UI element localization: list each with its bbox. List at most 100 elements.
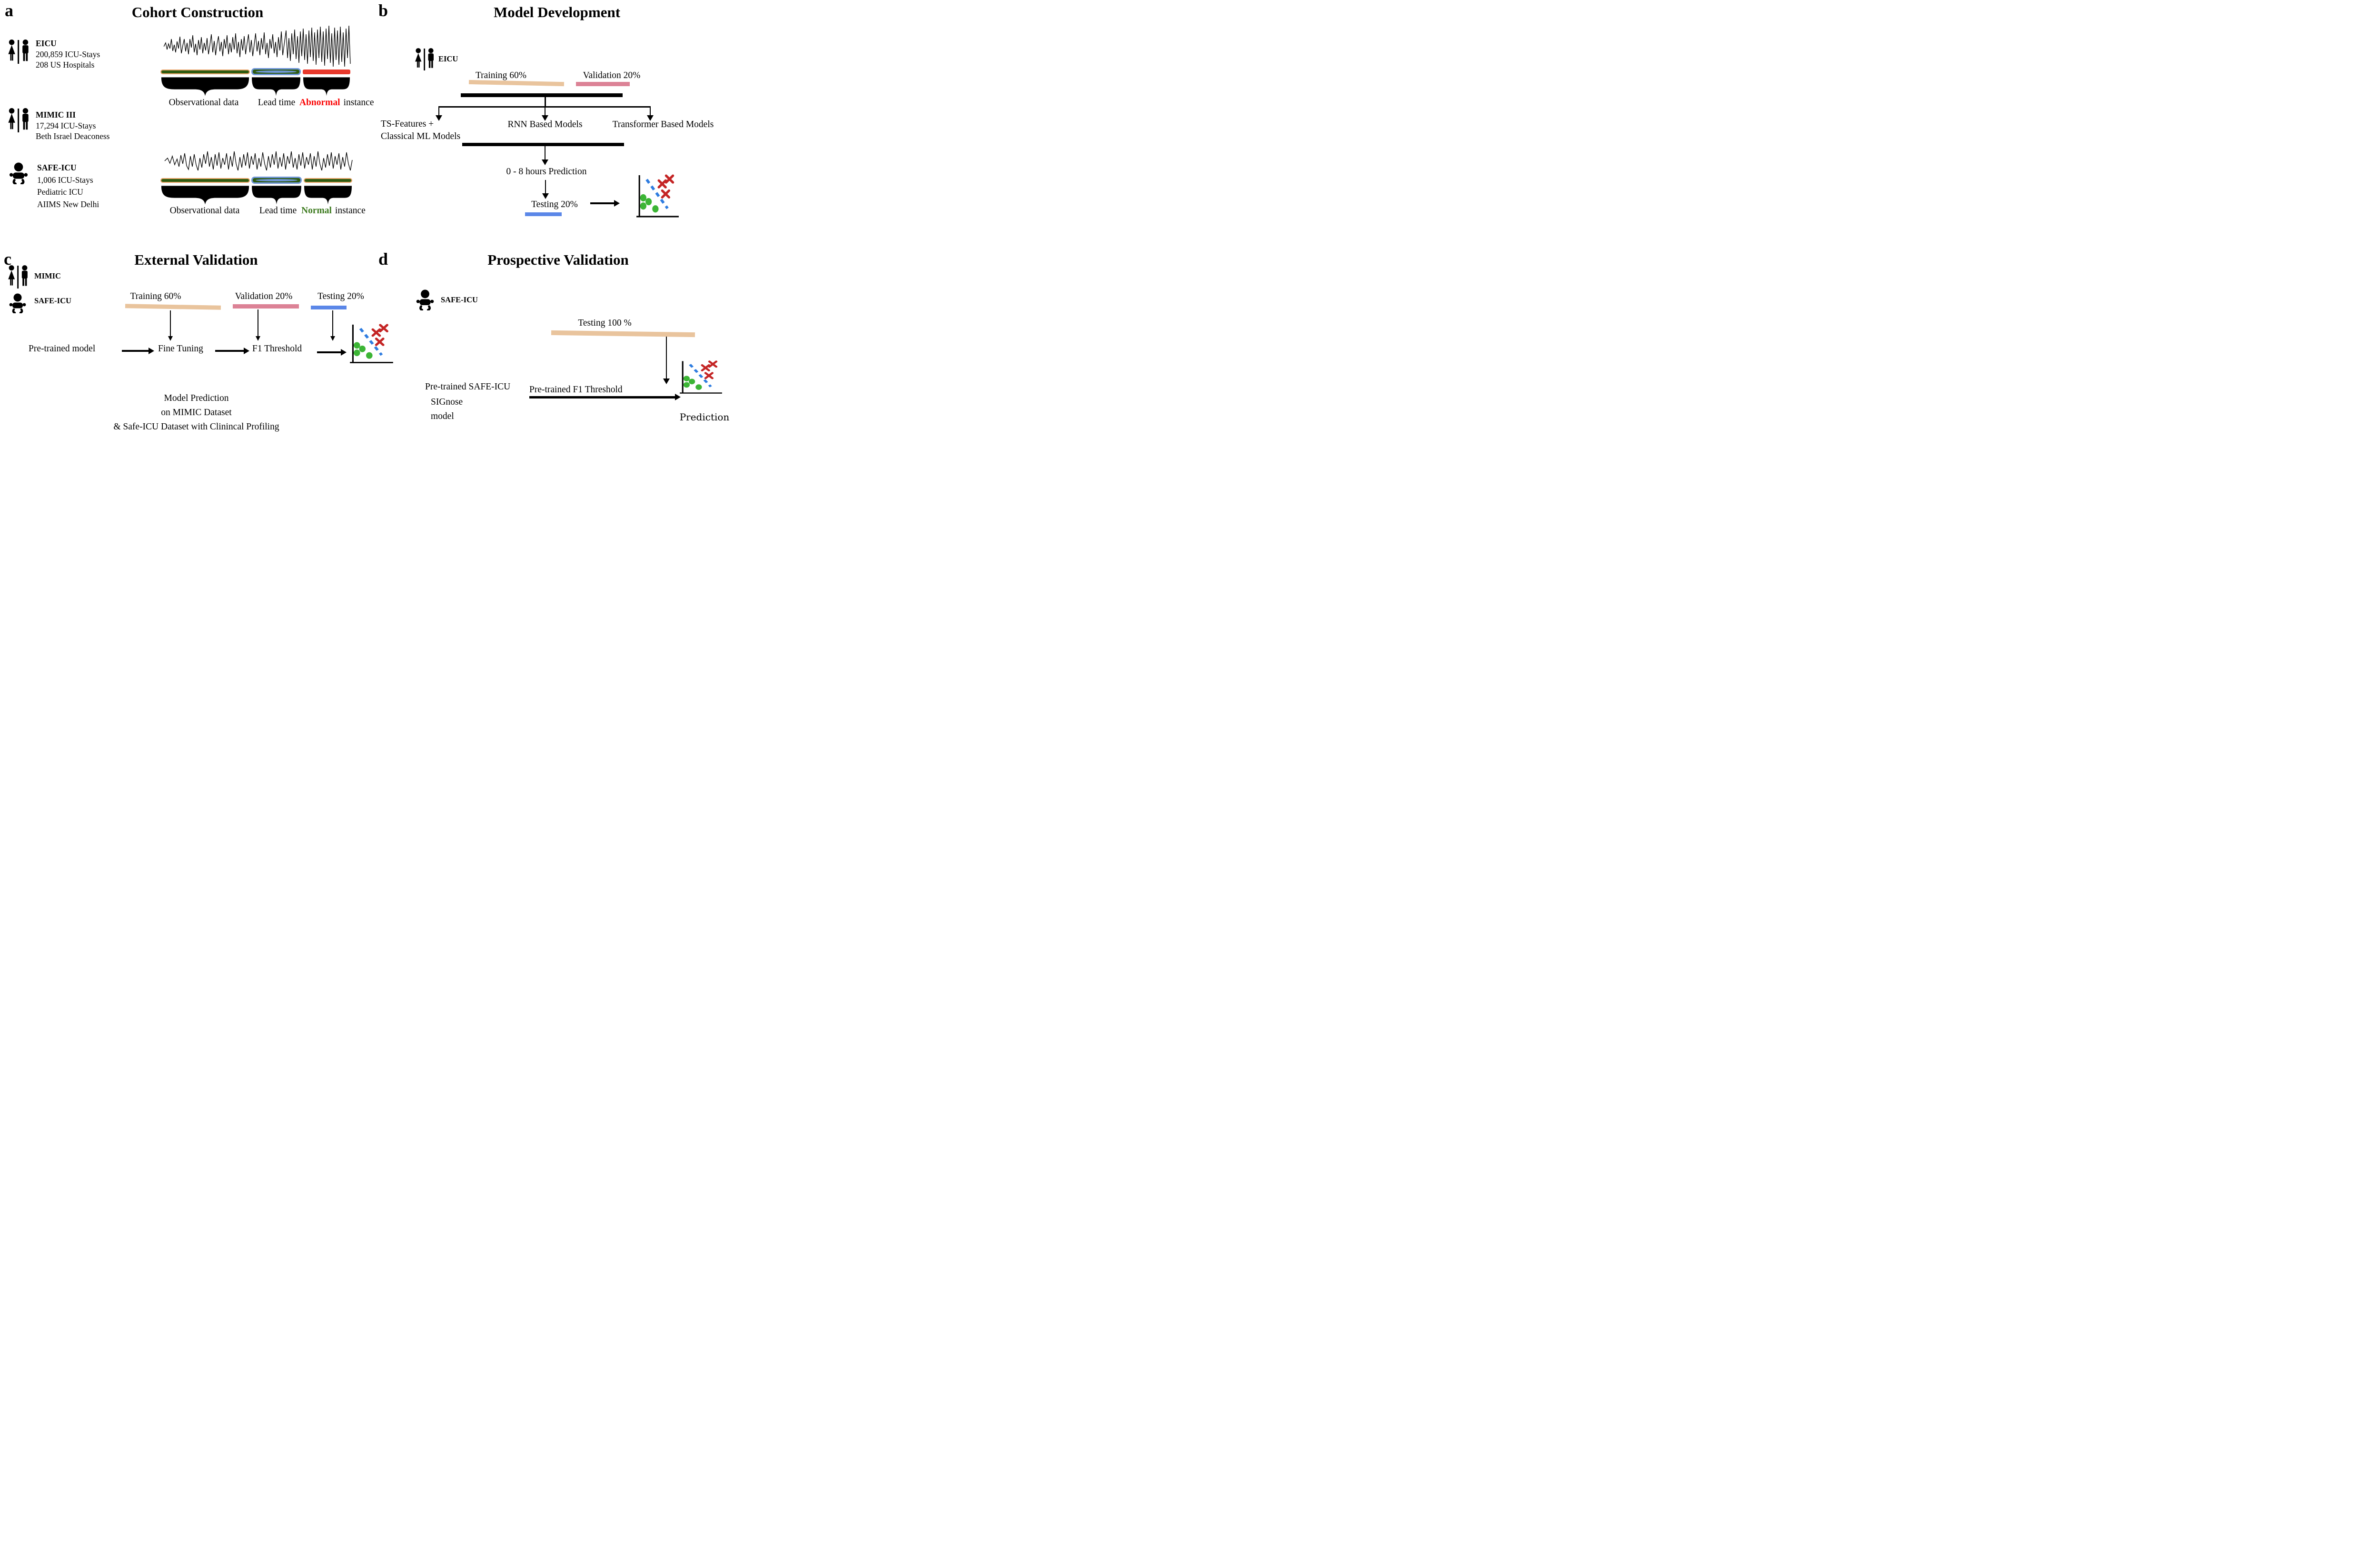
panel-c-dataset1-label: MIMIC [34, 271, 61, 280]
dataset-mimic-stays: 17,294 ICU-Stays [36, 120, 96, 130]
panel-d-letter: d [378, 249, 388, 269]
leadtime-ellipse [255, 70, 297, 73]
arrow-testing-to-scatter [663, 337, 670, 384]
arrow-validation-to-threshold [255, 309, 261, 341]
arrow-shaft [590, 202, 615, 204]
arrow-head [675, 393, 681, 400]
classification-scatter-icon [635, 174, 681, 220]
panel-c-dataset2-label: SAFE-ICU [34, 296, 71, 305]
brace-under-abnormal [303, 77, 350, 97]
testing-split-label: Testing 100 % [578, 318, 632, 328]
arrow-shaft [649, 107, 651, 116]
testing-bar [551, 330, 695, 338]
arrow-to-scatter [529, 393, 681, 400]
panel-c-letter: c [4, 249, 11, 269]
arrow-head [614, 199, 620, 207]
arrow-shaft [665, 337, 667, 379]
baby-icon [415, 289, 435, 311]
dataset-eicu: EICU 200,859 ICU-Stays 208 US Hospitals [36, 38, 100, 70]
panel-d-title: Prospective Validation [487, 251, 629, 268]
dataset-mimic-name: MIMIC III [36, 110, 76, 119]
validation-bar [576, 82, 630, 86]
f1-threshold-label: F1 Threshold [252, 344, 302, 354]
arrow-head [330, 336, 335, 341]
classification-scatter-icon [678, 360, 724, 396]
arrow-head [341, 348, 347, 356]
leadtime-bar [251, 68, 301, 75]
model-family-rnn: RNN Based Models [507, 119, 583, 129]
training-bar [468, 80, 565, 87]
brace-under-leadtime [251, 77, 301, 97]
arrow-head [663, 378, 670, 384]
normal-waveform [164, 151, 353, 171]
leadtime-ellipse [256, 179, 298, 181]
instance-word: instance [343, 98, 374, 108]
validation-bar [233, 304, 299, 309]
model-family-ts-line2: Classical ML Models [381, 131, 461, 141]
testing-bar [525, 212, 562, 216]
normal-bar [304, 178, 352, 183]
arrow-to-scatter [590, 199, 620, 207]
arrow-head [542, 193, 549, 199]
pipeline-bar-bottom [462, 143, 624, 146]
panel-d-dataset-label: SAFE-ICU [441, 295, 478, 304]
branch-stem-line [545, 97, 546, 107]
arrow-testing-to-scatter [329, 310, 336, 341]
arrow-shaft [317, 351, 342, 353]
pretrained-model-line1: Pre-trained SAFE-ICU [425, 382, 511, 392]
dataset-safeicu-type: Pediatric ICU [37, 187, 83, 197]
footer-line3: & Safe-ICU Dataset with Clinincal Profil… [113, 422, 279, 432]
brace-under-observational [160, 77, 250, 97]
validation-split-label: Validation 20% [583, 70, 641, 80]
model-family-transformer: Transformer Based Models [612, 119, 714, 129]
arrow-training-to-finetune [167, 310, 174, 341]
leadtime-bar [251, 177, 302, 184]
brace-under-normal [304, 185, 352, 205]
arrow-head [168, 336, 173, 341]
panel-b-dataset-label: EICU [438, 54, 458, 63]
dataset-safeicu: SAFE-ICU 1,006 ICU-Stays Pediatric ICU A… [37, 162, 99, 210]
figure-root: a Cohort Construction EICU 200,859 ICU-S… [0, 0, 735, 444]
brace-under-observational [160, 185, 250, 205]
arrow-head [647, 115, 654, 121]
arrow-to-testing [542, 180, 549, 199]
observational-label: Observational data [169, 98, 239, 108]
fine-tuning-label: Fine Tuning [158, 344, 203, 354]
arrow-shaft [122, 350, 149, 352]
arrow-head [244, 347, 249, 354]
abnormal-bar [303, 70, 350, 74]
arrow-to-threshold [215, 347, 249, 354]
arrow-shaft [544, 146, 546, 160]
arrow-shaft [438, 107, 440, 116]
arrow-shaft [170, 310, 171, 336]
arrow-shaft [215, 350, 245, 352]
panel-b-letter: b [378, 1, 388, 20]
arrow-head [542, 115, 548, 121]
observational-label: Observational data [169, 206, 240, 216]
branch-arrow-left [436, 107, 442, 121]
restroom-icon [7, 265, 30, 289]
restroom-icon [414, 48, 436, 71]
dataset-eicu-stays: 200,859 ICU-Stays [36, 49, 100, 59]
arrow-shaft [529, 396, 676, 398]
panel-b-title: Model Development [493, 4, 621, 20]
arrow-to-prediction [542, 146, 548, 165]
normal-word: Normal [301, 206, 332, 216]
pretrained-threshold-label: Pre-trained F1 Threshold [529, 385, 623, 395]
footer-line2: on MIMIC Dataset [161, 408, 232, 418]
arrow-shaft [545, 180, 546, 194]
arrow-head [542, 159, 548, 165]
training-split-label: Training 60% [130, 291, 181, 301]
testing-split-label: Testing 20% [531, 199, 578, 209]
arrow-head [149, 347, 154, 354]
observational-bar [160, 70, 250, 74]
validation-split-label: Validation 20% [235, 291, 293, 301]
restroom-icon [7, 39, 30, 65]
observational-bar [160, 178, 250, 183]
pretrained-model-line2: SIGnose [431, 397, 463, 407]
testing-bar [311, 306, 347, 309]
panel-c-footer: Model Prediction on MIMIC Dataset & Safe… [71, 391, 321, 434]
dataset-mimic-site: Beth Israel Deaconess [36, 131, 110, 141]
